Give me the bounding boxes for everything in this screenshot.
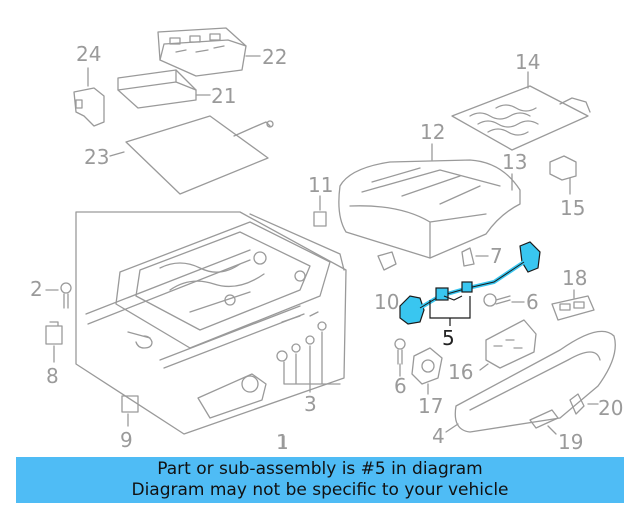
callout-19: 19	[558, 430, 584, 454]
callout-24: 24	[76, 42, 102, 66]
callout-14: 14	[515, 50, 541, 74]
callout-4: 4	[432, 424, 445, 448]
part-23-sensor-mat	[109, 115, 274, 195]
callout-17: 17	[418, 394, 444, 418]
callout-21: 21	[211, 84, 237, 108]
part-3-fasteners	[276, 321, 341, 393]
callout-13: 13	[502, 150, 528, 174]
callout-7: 7	[490, 244, 503, 268]
part-21-module	[117, 69, 211, 109]
part-5-leader	[429, 296, 471, 326]
part-2-bolt	[45, 282, 72, 309]
callout-2: 2	[30, 277, 43, 301]
callout-1: 1	[276, 430, 289, 454]
part-11-clip	[313, 195, 327, 227]
part-19-knob	[529, 409, 559, 435]
part-14-seat-heater	[451, 71, 591, 151]
part-9-clip	[121, 395, 139, 427]
callout-3: 3	[304, 392, 317, 416]
callout-6-right: 6	[526, 290, 539, 314]
part-18-switch	[551, 289, 595, 321]
callout-15: 15	[560, 196, 586, 220]
part-17-connector	[411, 347, 443, 395]
part-16-switch-module	[479, 319, 537, 371]
callout-12: 12	[420, 120, 446, 144]
part-7-clip	[461, 247, 489, 267]
part-22-control-module	[157, 27, 261, 77]
callout-9: 9	[120, 428, 133, 452]
part-15-clip	[549, 155, 577, 195]
part-1-seat-frame	[75, 211, 347, 449]
part-5-wire-harness	[399, 241, 541, 325]
banner-line-1: Part or sub-assembly is #5 in diagram	[157, 459, 483, 479]
part-10-clip	[377, 251, 397, 271]
callout-22: 22	[262, 45, 288, 69]
callout-10: 10	[374, 290, 400, 314]
part-6-bolt	[394, 293, 525, 377]
part-24-bracket	[73, 67, 105, 127]
banner-line-2: Diagram may not be specific to your vehi…	[131, 480, 509, 500]
callout-18: 18	[562, 266, 588, 290]
callout-23: 23	[84, 145, 110, 169]
part-8-clip	[45, 321, 63, 363]
info-banner: Part or sub-assembly is #5 in diagram Di…	[16, 457, 624, 503]
seat-motor	[197, 373, 267, 419]
callout-5: 5	[442, 326, 455, 350]
part-12-seat-cushion	[338, 143, 521, 259]
callout-6-left: 6	[394, 374, 407, 398]
callout-20: 20	[598, 396, 624, 420]
part-20-knob	[569, 393, 599, 415]
callout-8: 8	[46, 364, 59, 388]
part-4-side-trim	[445, 330, 616, 433]
callout-16: 16	[448, 360, 474, 384]
callout-11: 11	[308, 173, 334, 197]
